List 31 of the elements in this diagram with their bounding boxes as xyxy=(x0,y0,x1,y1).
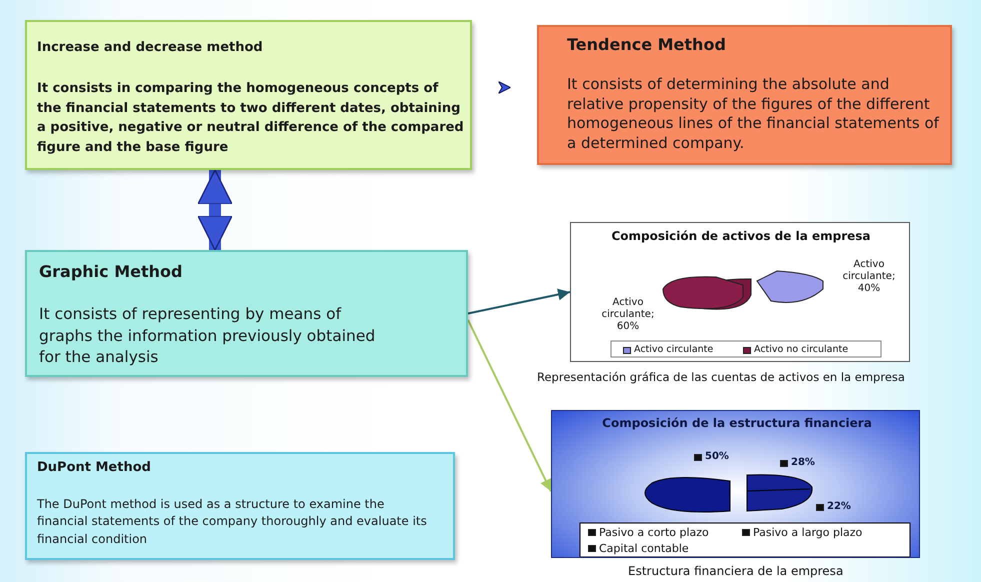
method-box xyxy=(25,20,472,170)
data-label: Activo circulante; 60% xyxy=(600,297,656,333)
chart-text: Activo circulante xyxy=(634,344,714,355)
arrow xyxy=(468,288,570,314)
chart-caption: Representación gráfica de las cuentas de activos en la empresa xyxy=(537,370,905,384)
method-heading: Increase and decrease method xyxy=(37,40,264,56)
chart-text: Capital contable xyxy=(599,542,689,555)
arrow xyxy=(467,319,552,492)
method-box xyxy=(25,250,468,377)
pie-chart-panel xyxy=(570,222,910,362)
method-box xyxy=(25,452,455,560)
chart-title: Composición de activos de la empresa xyxy=(611,229,871,244)
method-description: It consists of determining the absolute and relative propensity of the figures of the different homogeneous lines of the financial statements of a determined company. xyxy=(567,75,940,153)
chart-text: 28% xyxy=(791,457,815,468)
chart-text: 50% xyxy=(705,451,729,462)
method-box xyxy=(537,25,952,165)
method-description: It consists of representing by means of graphs the information previously obtained for the analysis xyxy=(39,304,376,368)
method-heading: DuPont Method xyxy=(37,460,152,476)
chart-title: Composición de la estructura financiera xyxy=(602,416,872,430)
method-heading: Tendence Method xyxy=(567,35,727,54)
chart-text: Pasivo a corto plazo xyxy=(599,526,709,539)
data-label: Activo circulante; 40% xyxy=(842,259,896,295)
chart-text: Activo no circulante xyxy=(754,344,848,355)
method-description: The DuPont method is used as a structure to examine the financial statements of the company thoroughly and evaluate its financial condition xyxy=(37,496,428,548)
chart-caption: Estructura financiera de la empresa xyxy=(628,564,844,578)
chart-text: Pasivo a largo plazo xyxy=(753,526,862,539)
method-heading: Graphic Method xyxy=(39,262,184,282)
pie-chart-panel xyxy=(551,410,920,558)
double-arrow xyxy=(197,169,233,251)
chart-text: 22% xyxy=(827,501,851,512)
method-description: It consists in comparing the homogeneous concepts of the financial statements to two different dates, obtaining a positive, negative or neutral difference of the compared figure and the base figure xyxy=(37,80,465,156)
